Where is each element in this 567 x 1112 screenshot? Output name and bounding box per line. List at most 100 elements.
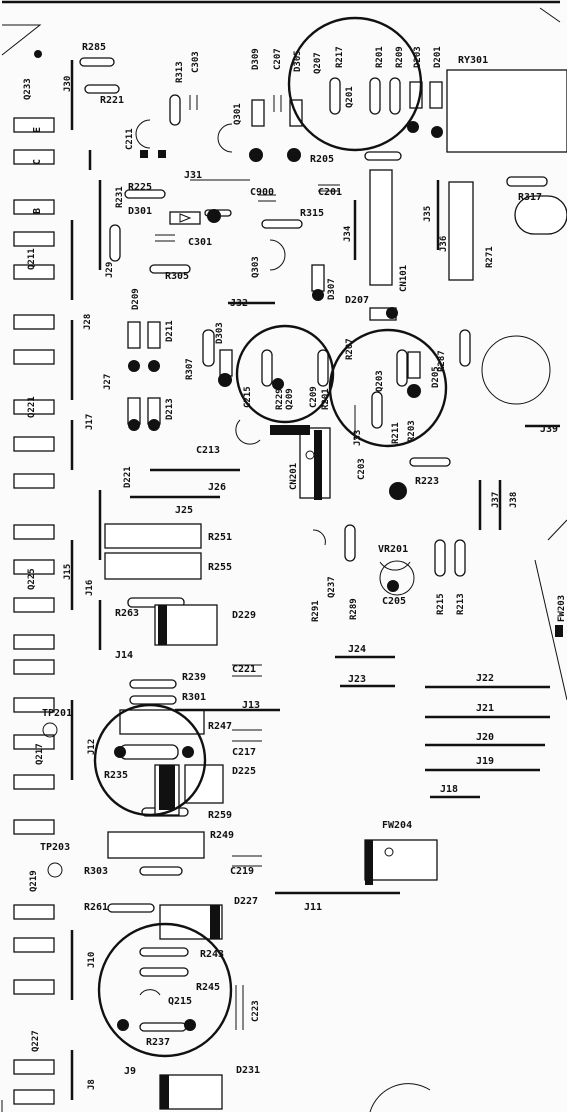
- label-J13: J13: [242, 700, 260, 711]
- label-D201: D201: [433, 46, 443, 68]
- label-D209: D209: [131, 288, 141, 310]
- label-R249: R249: [210, 830, 234, 841]
- label-J30: J30: [63, 76, 73, 92]
- label-D205: D205: [431, 366, 441, 388]
- label-J18: J18: [440, 784, 458, 795]
- label-D211: D211: [165, 320, 175, 342]
- label-CN101: CN101: [399, 265, 409, 292]
- label-J12: J12: [87, 739, 97, 755]
- label-C301: C301: [188, 237, 212, 248]
- label-R201: R201: [375, 46, 385, 68]
- label-J29: J29: [105, 262, 115, 278]
- label-C203: C203: [357, 458, 367, 480]
- label-RY301: RY301: [458, 55, 488, 66]
- label-R211: R211: [391, 422, 401, 444]
- label-Q225: Q225: [27, 568, 37, 590]
- label-Q233: Q233: [23, 78, 33, 100]
- label-J35: J35: [423, 206, 433, 222]
- label-J14: J14: [115, 650, 133, 661]
- label-R209: R209: [395, 46, 405, 68]
- label-J15: J15: [63, 564, 73, 580]
- label-R263: R263: [115, 608, 139, 619]
- small-parts: [42, 119, 551, 1112]
- label-Q227: Q227: [31, 1030, 41, 1052]
- label-C900: C900: [250, 187, 274, 198]
- label-J31: J31: [184, 170, 202, 181]
- label-E: E: [32, 127, 43, 133]
- label-R259: R259: [208, 810, 232, 821]
- edge-connector-pads: [13, 117, 55, 1105]
- label-D221: D221: [123, 466, 133, 488]
- label-FW204: FW204: [382, 820, 412, 831]
- label-R217: R217: [335, 46, 345, 68]
- label-Q201: Q201: [345, 86, 355, 108]
- label-D203: D203: [413, 46, 423, 68]
- label-R261: R261: [84, 902, 108, 913]
- label-R223: R223: [415, 476, 439, 487]
- label-R255: R255: [208, 562, 232, 573]
- label-J19: J19: [476, 756, 494, 767]
- label-D207: D207: [345, 295, 369, 306]
- label-J28: J28: [83, 314, 93, 330]
- label-Q237: Q237: [327, 576, 337, 598]
- label-J34: J34: [343, 225, 353, 242]
- label-D225: D225: [232, 766, 256, 777]
- label-Q301: Q301: [233, 103, 243, 125]
- label-R245: R245: [196, 982, 220, 993]
- label-R301: R301: [182, 692, 206, 703]
- label-D227: D227: [234, 896, 258, 907]
- label-J17: J17: [85, 414, 95, 430]
- label-D301: D301: [128, 206, 152, 217]
- label-R251: R251: [208, 532, 232, 543]
- label-J20: J20: [476, 732, 494, 743]
- label-J36: J36: [439, 236, 449, 252]
- diodes: [127, 81, 443, 1110]
- label-Q303: Q303: [251, 256, 261, 278]
- label-J39: J39: [540, 424, 558, 435]
- label-R205: R205: [310, 154, 334, 165]
- label-Q207: Q207: [313, 52, 323, 74]
- label-TP201: TP201: [42, 708, 72, 719]
- label-R235: R235: [104, 770, 128, 781]
- label-R243: R243: [200, 949, 224, 960]
- label-R215: R215: [436, 593, 446, 615]
- label-Q219: Q219: [29, 870, 39, 892]
- label-J24: J24: [348, 644, 366, 655]
- label-R201b: R201: [321, 388, 331, 410]
- label-J9: J9: [124, 1066, 136, 1077]
- label-C201: C201: [318, 187, 342, 198]
- label-R239: R239: [182, 672, 206, 683]
- label-C303: C303: [191, 51, 201, 73]
- label-R315: R315: [300, 208, 324, 219]
- label-Q209: Q209: [285, 388, 295, 410]
- label-D303: D303: [215, 322, 225, 344]
- label-J16: J16: [85, 580, 95, 596]
- label-C223: C223: [251, 1000, 261, 1022]
- solder-pads: [34, 50, 563, 1031]
- label-B: B: [32, 208, 43, 214]
- label-Q215: Q215: [168, 996, 192, 1007]
- label-J25: J25: [175, 505, 193, 516]
- label-D305: D305: [293, 50, 303, 72]
- large-components: [104, 69, 567, 881]
- label-FW203: FW203: [557, 595, 567, 622]
- label-J21: J21: [476, 703, 494, 714]
- label-C211: C211: [125, 128, 135, 150]
- label-J37: J37: [491, 492, 501, 508]
- label-R229: R229: [275, 388, 285, 410]
- label-J26: J26: [208, 482, 226, 493]
- label-D229: D229: [232, 610, 256, 621]
- label-C: C: [32, 159, 43, 165]
- traces: [88, 95, 567, 1030]
- label-C221: C221: [232, 664, 256, 675]
- label-C215: C215: [243, 386, 253, 408]
- label-C213: C213: [196, 445, 220, 456]
- label-J27: J27: [103, 374, 113, 390]
- label-Q203: Q203: [375, 370, 385, 392]
- label-R287: R287: [437, 350, 447, 372]
- label-R313: R313: [175, 61, 185, 83]
- label-R305: R305: [165, 271, 189, 282]
- label-R291: R291: [311, 600, 321, 622]
- label-J22: J22: [476, 673, 494, 684]
